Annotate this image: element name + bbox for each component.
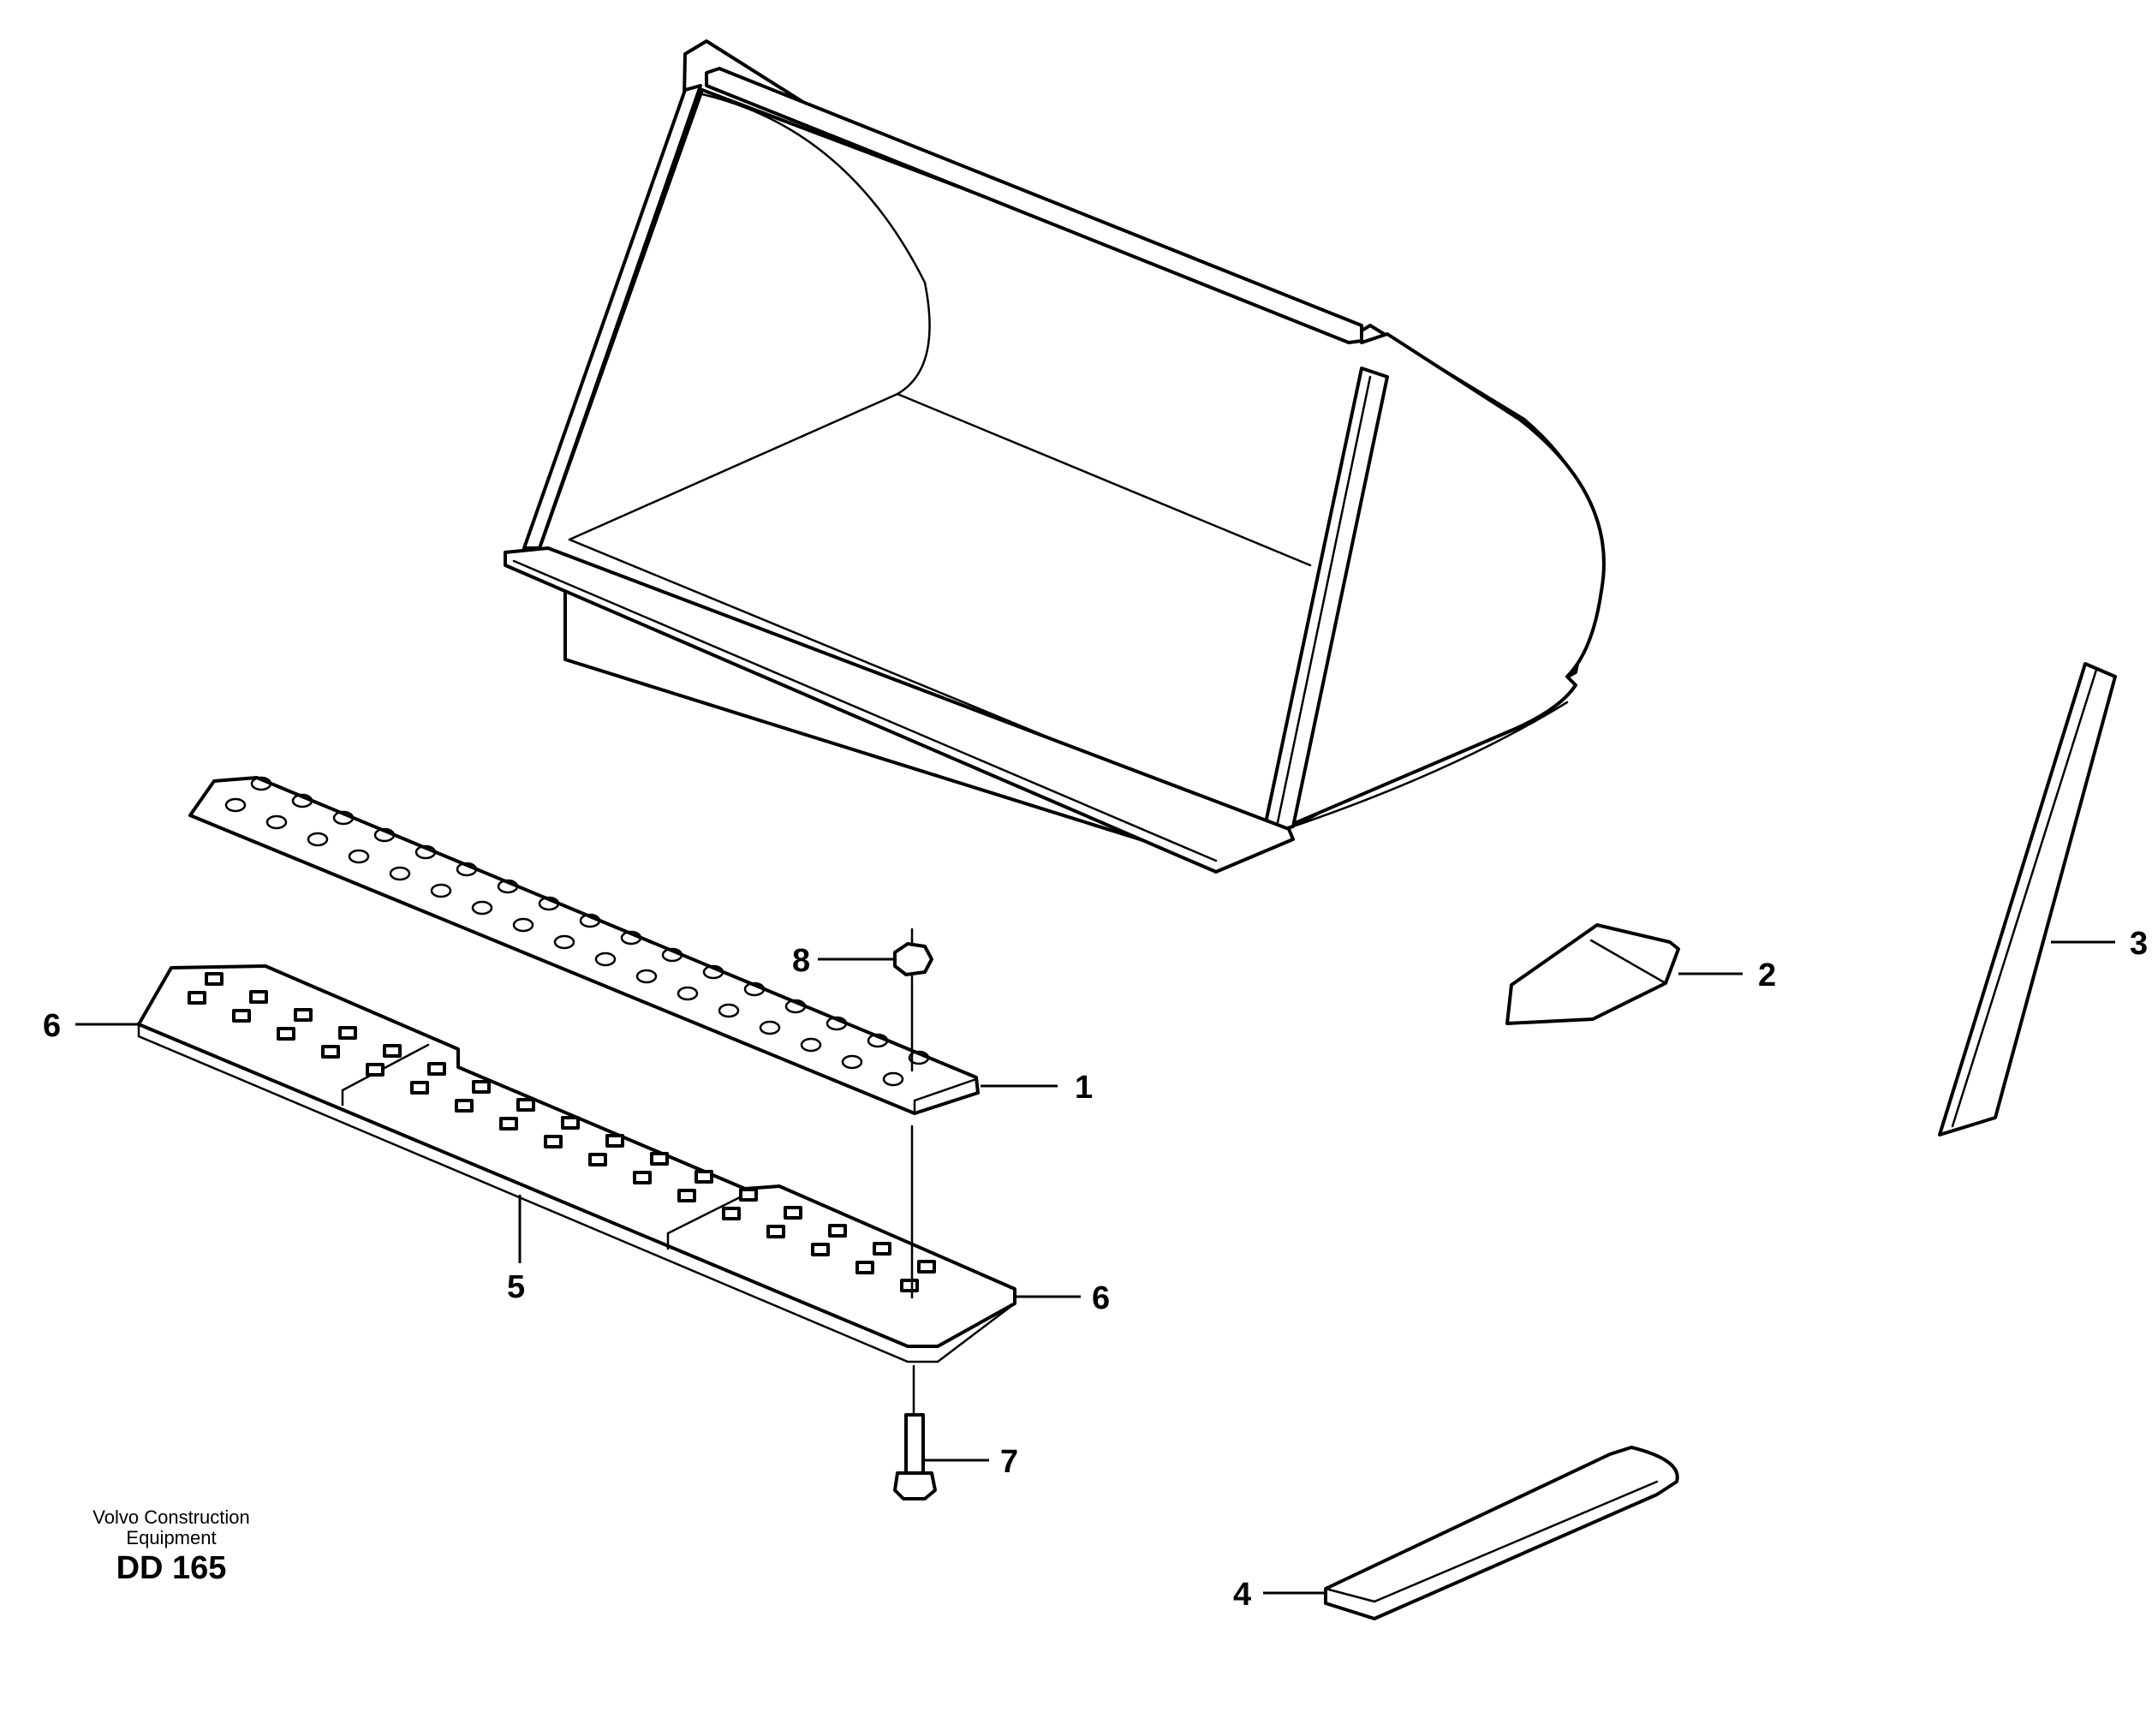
callout-6-left: 6 [43,1008,61,1044]
square-hole [828,1224,847,1238]
square-hole [410,1081,429,1095]
part-2-corner-piece [1505,923,1680,1025]
bolt-hole [430,883,452,898]
part-3-side-strip [1938,662,2117,1136]
callout-8: 8 [792,943,810,979]
bolt-hole [538,896,560,911]
bolt-hole [553,934,575,950]
callout-5: 5 [507,1269,525,1305]
square-hole [784,1206,802,1220]
square-hole [366,1063,384,1077]
part-1-edge-plate [188,776,980,1115]
square-hole [917,1260,936,1274]
brand-name-line2: Equipment [126,1527,217,1548]
bolt-hole [373,827,396,843]
part-7-bolt [893,1364,937,1500]
square-hole [455,1099,474,1113]
bucket [504,39,1606,874]
bolt-hole [882,1071,904,1087]
callout-6-right: 6 [1092,1280,1110,1316]
bolt-hole [841,1054,863,1070]
square-hole [232,1009,251,1023]
square-hole [472,1080,491,1094]
part-4-curved-strip [1324,1446,1679,1620]
bolt-hole [661,947,683,963]
bolt-hole [389,866,411,881]
square-hole [294,1008,313,1022]
bolt-hole [800,1037,822,1053]
part-1-bolt-holes [224,776,930,1087]
bolt-hole [635,969,658,984]
square-hole [650,1152,669,1166]
square-hole [900,1279,919,1292]
bolt-hole [332,810,355,826]
brand-name-line1: Volvo Construction [92,1506,250,1528]
square-hole [873,1242,891,1256]
square-hole [338,1026,357,1040]
bolt-hole [784,999,807,1014]
bolt-hole [291,793,313,808]
bolt-hole [250,776,272,791]
bolt-hole [743,981,766,997]
square-hole [383,1044,402,1058]
square-hole [766,1225,785,1238]
bolt-hole [265,814,288,830]
square-hole [605,1134,624,1148]
bolt-hole [759,1020,781,1035]
square-hole [321,1045,340,1059]
bolt-hole [348,849,370,864]
square-hole [588,1153,607,1166]
bolt-hole [620,930,642,946]
segment-plate-holes [188,972,936,1292]
square-hole [277,1027,295,1041]
bolt-hole [579,913,601,928]
bolt-hole [456,862,478,877]
bolt-hole [512,917,534,933]
bolt-hole [224,797,247,813]
square-hole [561,1116,580,1130]
part-5-6-segment-plates [137,964,1016,1363]
callout-2: 2 [1758,957,1776,993]
document-code: DD 165 [116,1550,227,1586]
square-hole [633,1171,652,1184]
square-hole [855,1261,874,1274]
square-hole [499,1117,518,1130]
square-hole [188,991,206,1005]
bolt-hole [702,964,724,980]
callout-1: 1 [1075,1070,1093,1106]
callout-4: 4 [1233,1577,1251,1613]
square-hole [811,1243,830,1256]
bolt-hole [867,1033,889,1048]
bolt-hole [718,1003,740,1018]
callout-7: 7 [1000,1444,1018,1480]
square-hole [516,1098,535,1112]
square-hole [249,990,268,1004]
bolt-hole [594,952,617,967]
bolt-hole [471,900,493,916]
square-hole [427,1062,446,1076]
bolt-hole [677,986,699,1001]
callouts: 1 2 3 4 5 6 6 7 8 [43,926,2148,1613]
part-8-nut [893,928,933,1299]
bolt-hole [826,1016,848,1031]
square-hole [694,1170,713,1184]
bolt-hole [414,844,437,860]
callout-3: 3 [2130,926,2148,962]
bolt-hole [908,1050,930,1065]
square-hole [677,1189,696,1202]
bolt-hole [497,879,519,894]
square-hole [205,972,224,986]
square-hole [544,1135,563,1148]
square-hole [722,1207,741,1220]
bolt-hole [307,832,329,847]
square-hole [739,1188,758,1202]
